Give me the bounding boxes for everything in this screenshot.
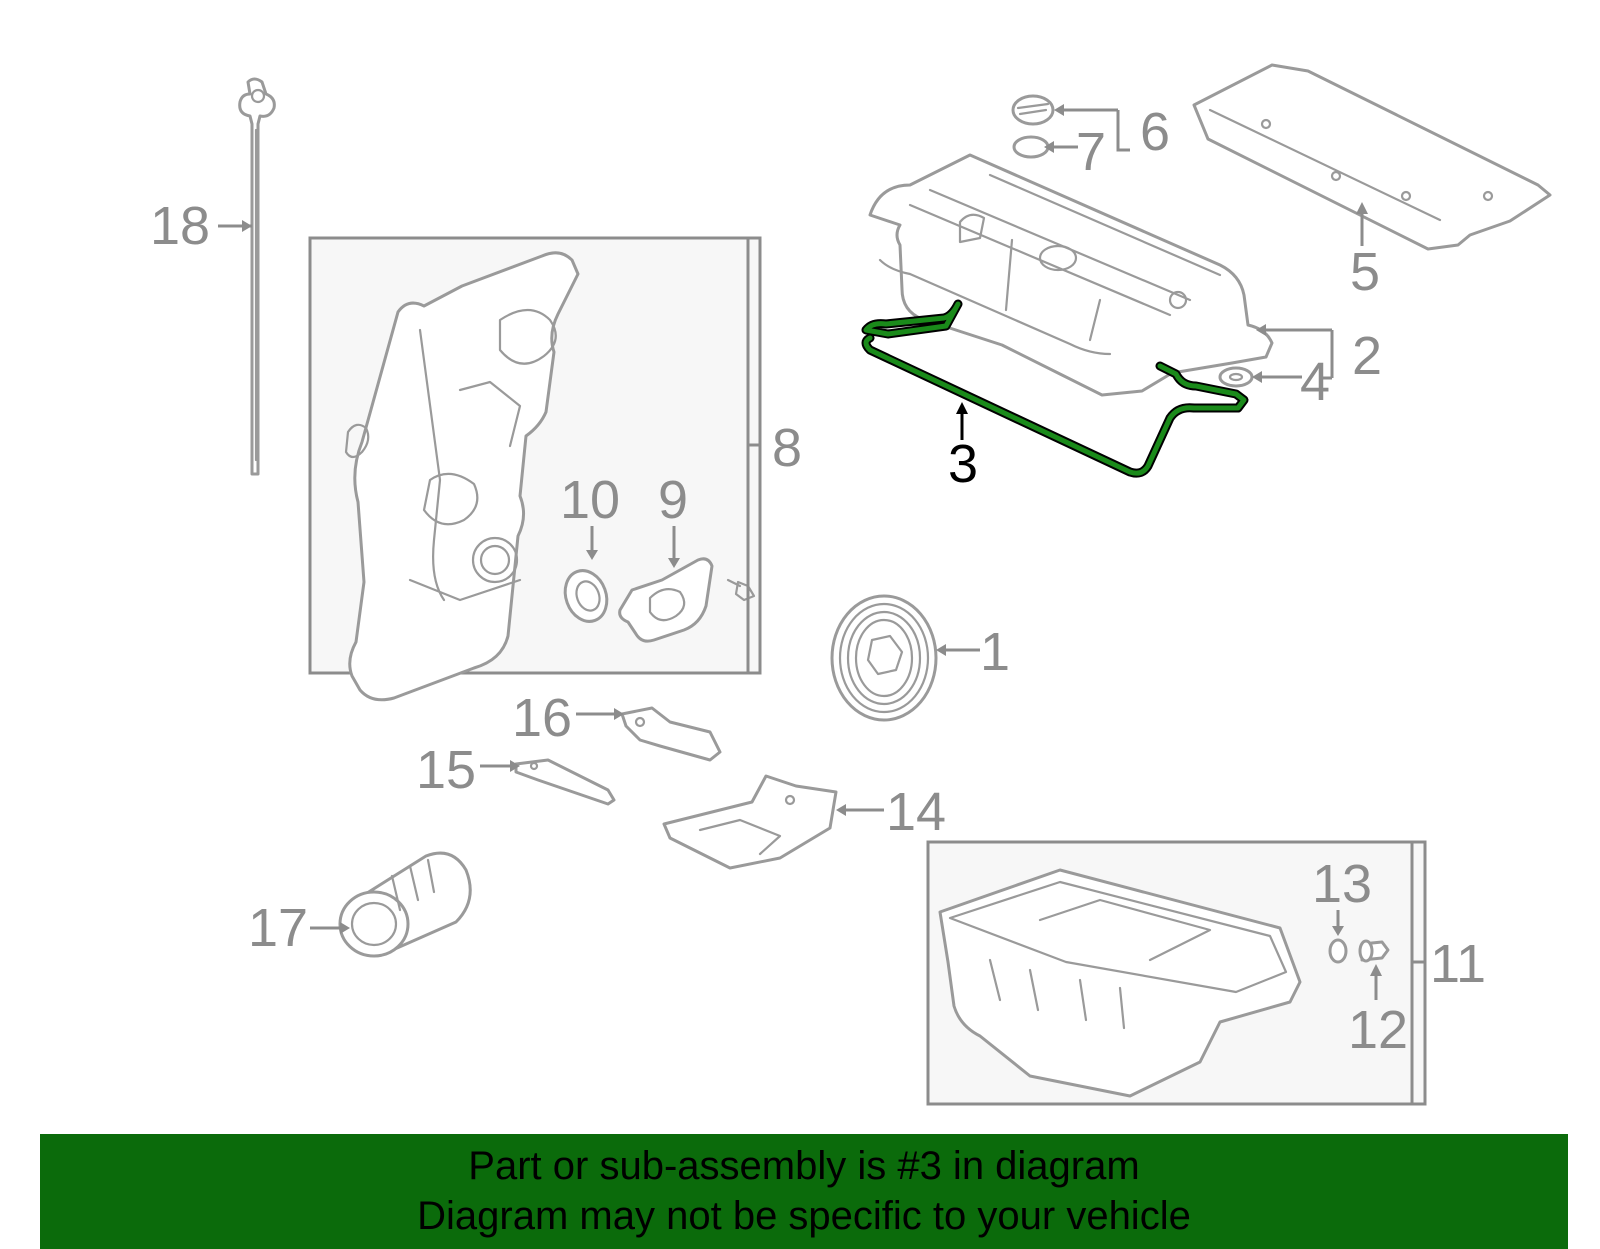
callout-12: 12 <box>1348 1000 1408 1060</box>
callout-2: 2 <box>1352 326 1382 386</box>
timing-cover-part-8[interactable] <box>344 251 580 702</box>
plate-part-15[interactable] <box>514 758 616 806</box>
banner-line-2: Diagram may not be specific to your vehi… <box>417 1194 1191 1238</box>
banner-line-1: Part or sub-assembly is #3 in diagram <box>468 1144 1140 1188</box>
oil-pan-part-11[interactable] <box>938 868 1302 1098</box>
leader-lines <box>218 104 1424 1104</box>
callout-16: 16 <box>512 688 572 748</box>
callout-1: 1 <box>980 622 1010 682</box>
callout-17: 17 <box>248 898 308 958</box>
o-ring-part-7[interactable] <box>1012 135 1050 159</box>
callout-10: 10 <box>560 470 620 530</box>
filler-cap-part-6[interactable] <box>1011 94 1055 126</box>
drain-washer-part-13[interactable] <box>1328 938 1348 964</box>
oil-seal-part-10[interactable] <box>558 565 613 628</box>
callout-5: 5 <box>1350 242 1380 302</box>
callout-6: 6 <box>1140 102 1170 162</box>
oil-filter-part-17[interactable] <box>338 851 472 958</box>
callout-9: 9 <box>658 470 688 530</box>
callout-8: 8 <box>772 418 802 478</box>
callout-7: 7 <box>1076 122 1106 182</box>
head-cover-part-2[interactable] <box>868 153 1274 397</box>
callout-15: 15 <box>416 740 476 800</box>
drain-bolt-part-12[interactable] <box>1358 939 1390 963</box>
callout-18: 18 <box>150 196 210 256</box>
callout-11: 11 <box>1430 934 1486 994</box>
dipstick-part-18[interactable] <box>238 77 276 476</box>
callout-13: 13 <box>1312 854 1372 914</box>
info-banner: Part or sub-assembly is #3 in diagram Di… <box>40 1134 1568 1249</box>
head-cover-gasket-part-3[interactable] <box>861 299 1249 478</box>
engine-cover-part-5[interactable] <box>1192 63 1552 251</box>
baffle-plate-part-14[interactable] <box>662 774 838 870</box>
washer-part-4[interactable] <box>1218 366 1254 388</box>
crank-pulley-part-1[interactable] <box>830 594 938 722</box>
callout-4: 4 <box>1300 352 1330 412</box>
callout-14: 14 <box>886 782 946 842</box>
callout-3: 3 <box>948 434 978 494</box>
bracket-part-16[interactable] <box>620 706 722 762</box>
